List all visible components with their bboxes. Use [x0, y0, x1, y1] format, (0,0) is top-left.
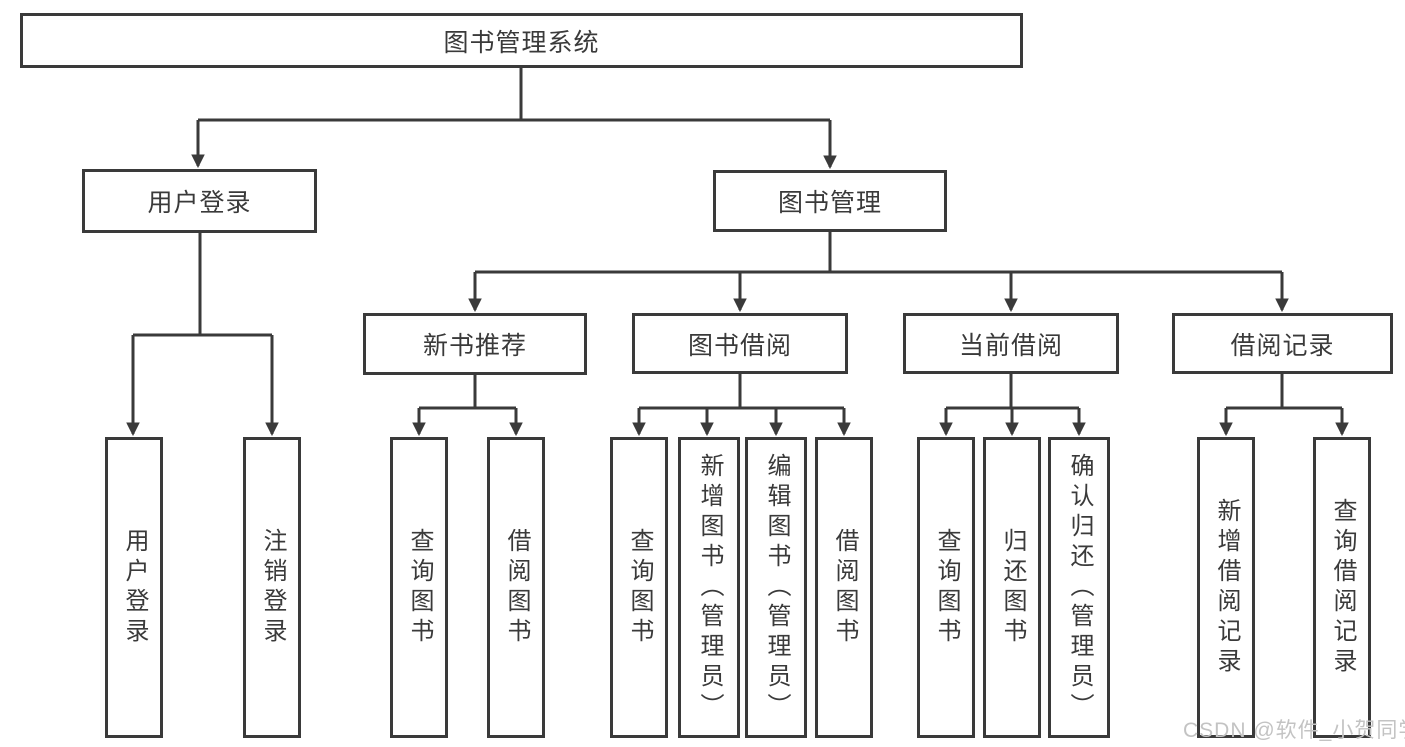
node-label: 新增图书（管理员） — [696, 452, 723, 723]
node-current-borrow: 当前借阅 — [903, 313, 1119, 374]
node-leaf-query-book-1: 查询图书 — [390, 437, 448, 738]
node-label: 新增借阅记录 — [1213, 497, 1240, 678]
node-leaf-add-book-admin: 新增图书（管理员） — [678, 437, 740, 738]
connector-user-login-split — [133, 233, 272, 337]
node-book-management: 图书管理 — [713, 170, 947, 232]
node-leaf-borrow-book-2: 借阅图书 — [815, 437, 873, 738]
node-label: 用户登录 — [121, 527, 148, 648]
node-leaf-confirm-return-admin: 确认归还（管理员） — [1048, 437, 1110, 738]
node-leaf-borrow-book-1: 借阅图书 — [487, 437, 545, 738]
node-leaf-query-book-3: 查询图书 — [917, 437, 975, 738]
node-library-management-system: 图书管理系统 — [20, 13, 1023, 68]
node-leaf-add-borrow-record: 新增借阅记录 — [1197, 437, 1255, 738]
node-leaf-return-book: 归还图书 — [983, 437, 1041, 738]
csdn-watermark: CSDN @软件_小贺同学 — [1183, 719, 1405, 742]
node-leaf-query-book-2: 查询图书 — [610, 437, 668, 738]
node-leaf-query-borrow-record: 查询借阅记录 — [1313, 437, 1371, 738]
node-label: 查询图书 — [626, 527, 653, 648]
node-label: 归还图书 — [999, 527, 1026, 648]
connector-current-borrow-split — [946, 374, 1079, 410]
node-label: 查询图书 — [406, 527, 433, 648]
connector-book-borrow-split — [639, 374, 844, 410]
connector-new-book-split — [419, 375, 516, 410]
node-label: 注销登录 — [259, 527, 286, 648]
node-label: 借阅图书 — [831, 527, 858, 648]
node-borrow-records: 借阅记录 — [1172, 313, 1393, 374]
node-label: 确认归还（管理员） — [1066, 452, 1093, 723]
node-label: 借阅图书 — [503, 527, 530, 648]
connector-records-split — [1226, 374, 1342, 410]
node-leaf-logout: 注销登录 — [243, 437, 301, 738]
node-new-book-recommend: 新书推荐 — [363, 313, 587, 375]
node-user-login: 用户登录 — [82, 169, 317, 233]
node-label: 编辑图书（管理员） — [763, 452, 790, 723]
node-label: 查询借阅记录 — [1329, 497, 1356, 678]
node-book-borrow: 图书借阅 — [632, 313, 848, 374]
node-leaf-edit-book-admin: 编辑图书（管理员） — [745, 437, 807, 738]
connector-book-management-split — [475, 232, 1282, 274]
node-leaf-user-login: 用户登录 — [105, 437, 163, 738]
connector-root-split — [198, 67, 830, 122]
node-label: 查询图书 — [933, 527, 960, 648]
